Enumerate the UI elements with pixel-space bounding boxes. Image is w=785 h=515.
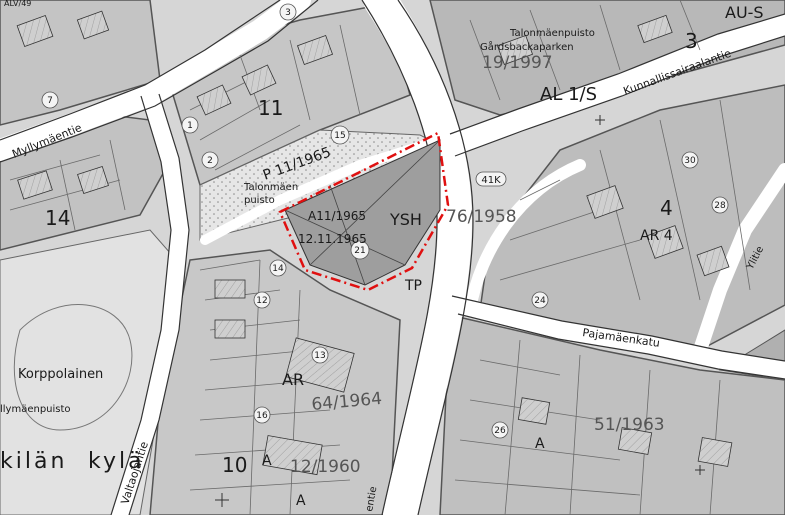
highlight-boundary xyxy=(278,131,450,292)
code-al1s: AL 1/S xyxy=(540,84,597,105)
code-a11: A11/1965 xyxy=(308,209,366,223)
place-myllymaenpuisto: llymäenpuisto xyxy=(0,404,71,415)
lot-number: 12 xyxy=(256,296,267,306)
street-entie: entie xyxy=(364,486,379,513)
lot-number: 24 xyxy=(534,296,546,306)
lot-number: 7 xyxy=(47,96,53,106)
code-a-1: A xyxy=(262,453,272,469)
code-tp: TP xyxy=(404,278,422,294)
place-talonmaen: Talonmäen xyxy=(243,182,298,193)
map-title: ALV/49 xyxy=(4,0,31,8)
lot-number: 1 xyxy=(187,121,193,131)
block-se xyxy=(439,314,785,515)
road-myllymaentie xyxy=(0,0,311,161)
place-talonmaenpuisto: Talonmäenpuisto xyxy=(509,28,595,39)
block-number-14: 14 xyxy=(45,206,70,230)
lot-number: 15 xyxy=(334,131,345,141)
code-r76: 76/1958 xyxy=(446,207,517,227)
code-ar4: AR 4 xyxy=(640,228,673,244)
code-date: 12.11.1965 xyxy=(298,232,367,246)
lot-number-labels: 1 2 3 12 14 13 16 15 21 26 24 28 30 7 xyxy=(47,8,726,436)
survey-crosses xyxy=(215,115,705,507)
parcel-lines xyxy=(9,0,751,515)
lot-circles xyxy=(41,3,729,439)
place-kyla: kylä xyxy=(88,449,145,474)
block-number-3: 3 xyxy=(685,29,698,53)
lot-number: 21 xyxy=(354,246,365,256)
code-ysh: YSH xyxy=(389,210,422,229)
lot-number: 26 xyxy=(494,426,506,436)
lot-number: 2 xyxy=(207,156,213,166)
buildings xyxy=(16,10,733,476)
place-kilan: kilän xyxy=(0,449,67,474)
lot-number: 14 xyxy=(272,264,284,274)
lot-number: 16 xyxy=(256,411,268,421)
badge-41k: 41K xyxy=(475,171,507,187)
code-r19: 19/1997 xyxy=(482,53,553,73)
road-kunnallissairaalantie xyxy=(439,14,785,156)
badge-41k-label: 41K xyxy=(481,175,501,186)
code-a-2: A xyxy=(296,493,306,509)
lot-number: 3 xyxy=(285,8,291,18)
code-a-3: A xyxy=(535,436,545,452)
road-p-curve xyxy=(200,135,445,245)
code-r51: 51/1963 xyxy=(594,415,665,435)
block-number-11: 11 xyxy=(258,96,283,120)
park-inner-curve xyxy=(13,304,133,431)
road-ylitie xyxy=(693,163,785,357)
lot-number: 30 xyxy=(684,156,696,166)
lot-number: 13 xyxy=(314,351,325,361)
road-valtaojantie xyxy=(111,86,190,515)
code-aus: AU-S xyxy=(725,3,764,22)
place-puisto: puisto xyxy=(244,195,275,206)
code-r12: 12/1960 xyxy=(290,457,361,477)
lot-number: 28 xyxy=(714,201,726,211)
block-number-10: 10 xyxy=(222,453,247,477)
block-number-4: 4 xyxy=(660,196,673,220)
place-korppolainen: Korppolainen xyxy=(18,367,103,382)
road-inner-4 xyxy=(464,159,586,316)
ysh-parcel-cross xyxy=(284,139,441,286)
code-ar: AR xyxy=(282,370,304,389)
place-gardsbackaparken: Gårdsbackaparken xyxy=(480,40,574,53)
road-main-ns xyxy=(363,0,473,515)
road-pajamaenkatu xyxy=(446,296,785,379)
